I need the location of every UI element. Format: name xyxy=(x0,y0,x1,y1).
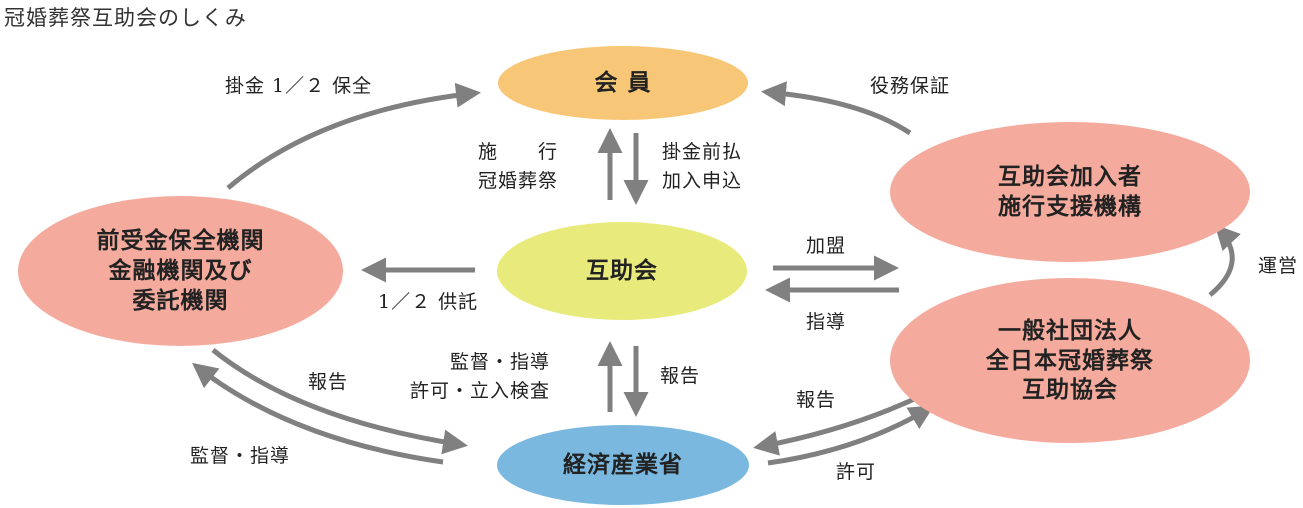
preservation-institution-node: 前受金保全機関 金融機関及び 委託機関 xyxy=(18,196,343,346)
edge-label-kamei: 加盟 xyxy=(806,235,847,257)
edge-label-shido: 指導 xyxy=(806,311,847,333)
edge-label-kakekin-maebarai: 掛金前払 加入申込 xyxy=(662,141,743,193)
arrow-preinst-to-meti xyxy=(211,348,468,455)
edge-label-hokoku-left: 報告 xyxy=(308,371,349,393)
support-organization-node: 互助会加入者 施行支援機構 xyxy=(890,122,1250,262)
edge-label-kyotaku: 1／２ 供託 xyxy=(378,291,479,313)
association-node: 一般社団法人 全日本冠婚葬祭 互助協会 xyxy=(890,278,1250,443)
gojokai-label: 互助会 xyxy=(586,257,658,285)
edge-label-seko: 施 行 冠婚葬祭 xyxy=(478,141,559,193)
meti-label: 経済産業省 xyxy=(563,451,683,479)
association-label: 一般社団法人 全日本冠婚葬祭 互助協会 xyxy=(986,316,1154,404)
edge-label-kakekin-hozen: 掛金 1／２ 保全 xyxy=(225,75,373,97)
arrow-preinst-to-member xyxy=(226,82,481,190)
edge-label-hokoku-right: 報告 xyxy=(796,389,837,411)
member-label: 会 員 xyxy=(594,69,652,97)
edge-label-unei: 運営 xyxy=(1258,255,1299,277)
gojokai-node: 互助会 xyxy=(497,222,747,320)
arrow-meti-to-assoc xyxy=(767,405,935,466)
edge-label-ekimu-hosho: 役務保証 xyxy=(870,75,951,97)
member-node: 会 員 xyxy=(498,46,748,120)
arrow-assoc-to-meti xyxy=(753,391,927,456)
arrow-support-to-member xyxy=(761,81,912,136)
arrow-assoc-to-support xyxy=(1208,224,1241,297)
preservation-institution-label: 前受金保全機関 金融機関及び 委託機関 xyxy=(96,227,265,314)
edge-label-kyoka: 許可 xyxy=(836,461,877,483)
edge-label-hokoku-center: 報告 xyxy=(660,365,701,387)
support-organization-label: 互助会加入者 施行支援機構 xyxy=(998,163,1142,220)
meti-node: 経済産業省 xyxy=(497,425,749,505)
edge-label-kantoku-kyoka: 監督・指導 許可・立入検査 xyxy=(410,351,551,403)
edge-label-kantoku-left: 監督・指導 xyxy=(190,445,291,467)
arrow-meti-to-preinst xyxy=(192,362,444,465)
diagram-title: 冠婚葬祭互助会のしくみ xyxy=(4,6,247,30)
